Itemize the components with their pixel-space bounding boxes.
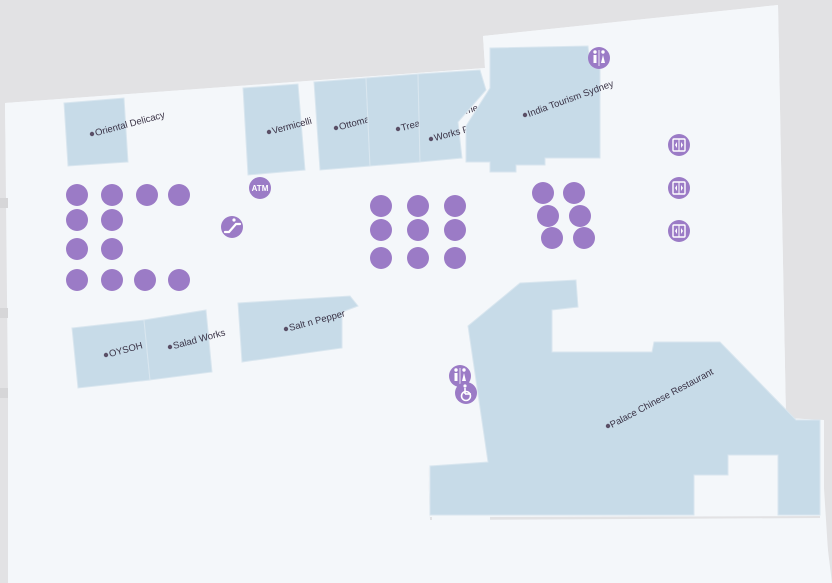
seat [569, 205, 591, 227]
lift-icon[interactable] [668, 220, 690, 242]
seat [541, 227, 563, 249]
seat [134, 269, 156, 291]
seat [444, 195, 466, 217]
seat [136, 184, 158, 206]
store-palace-chinese-restaurant[interactable]: Palace Chinese Restaurant [429, 279, 821, 516]
seat [66, 238, 88, 260]
seat [101, 184, 123, 206]
seat [407, 195, 429, 217]
seat [101, 269, 123, 291]
accessible-restroom-icon[interactable] [455, 382, 477, 404]
floor-lower [8, 300, 832, 583]
wall-stub [0, 308, 8, 318]
seat [66, 269, 88, 291]
seat [370, 247, 392, 269]
wall-stub [0, 198, 8, 208]
lift-icon[interactable] [668, 177, 690, 199]
seat [407, 219, 429, 241]
seat [370, 195, 392, 217]
seat [532, 182, 554, 204]
seat [101, 209, 123, 231]
store-salt-n-pepper[interactable]: Salt n Pepper [237, 295, 359, 363]
wall-stub [0, 388, 8, 398]
seat [444, 219, 466, 241]
seat [101, 238, 123, 260]
restroom-icon[interactable] [588, 47, 610, 69]
seat [168, 269, 190, 291]
seat [407, 247, 429, 269]
seat [444, 247, 466, 269]
seat [563, 182, 585, 204]
escalator-icon[interactable] [221, 216, 243, 238]
seat [66, 209, 88, 231]
atm-label: ATM [252, 184, 269, 193]
seat [168, 184, 190, 206]
seating-area-west [66, 184, 190, 291]
seating-area-east [532, 182, 595, 249]
seat [573, 227, 595, 249]
restroom-icon[interactable] [449, 365, 471, 387]
seat [370, 219, 392, 241]
seat [66, 184, 88, 206]
store-oysoh[interactable]: OYSOH [71, 319, 151, 389]
atm-icon[interactable]: ATM [249, 177, 271, 199]
seat [537, 205, 559, 227]
store-india-tourism-sydney[interactable]: India Tourism Sydney [465, 45, 615, 173]
lift-icon[interactable] [668, 134, 690, 156]
seating-area-center [370, 195, 466, 269]
